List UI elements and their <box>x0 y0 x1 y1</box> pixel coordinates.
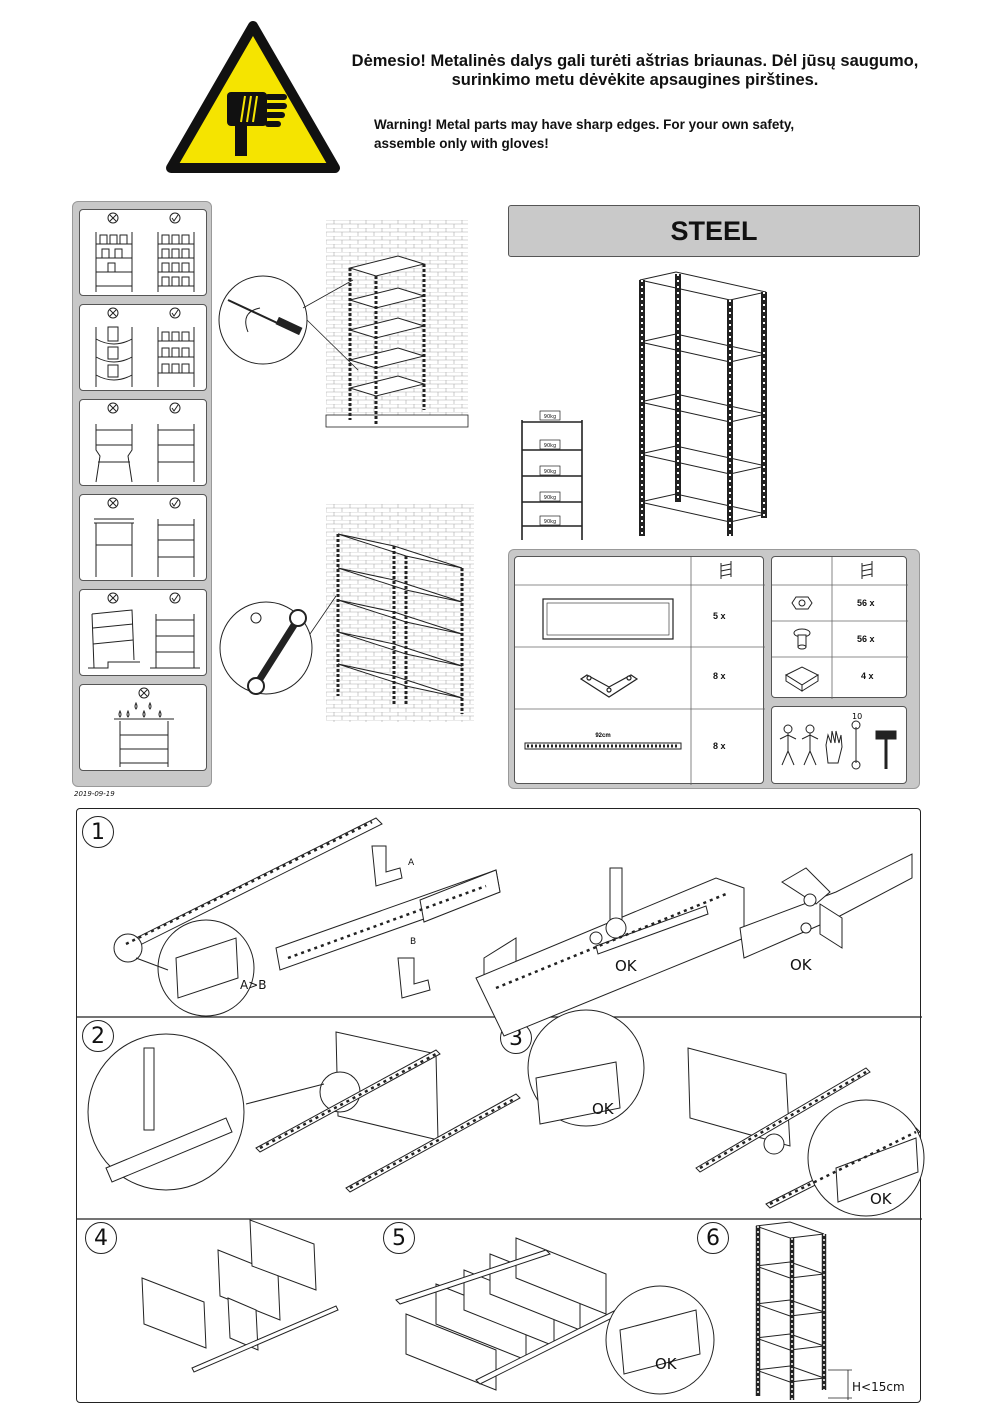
hammer-icon <box>875 730 897 769</box>
corner-bracket-icon <box>579 674 639 698</box>
hardware-list: 56 x 56 x 4 x <box>771 556 908 699</box>
step-1-post-joining-illustration <box>113 817 913 1037</box>
revision-date: 2019-09-19 <box>74 790 115 798</box>
ok-label-step3-a: OK <box>592 1100 614 1118</box>
load-label-2: 90kg <box>544 443 556 449</box>
shelf-load-diagram: 90kg 90kg 90kg 90kg 90kg <box>521 410 583 540</box>
warning-en-line1: Warning! Metal parts may have sharp edge… <box>374 117 795 132</box>
hardware-grid <box>772 557 908 699</box>
upright-post-icon <box>524 742 682 750</box>
tools-icons: 10 <box>779 712 897 770</box>
load-label-3: 90kg <box>544 469 556 475</box>
ab-label: A>B <box>240 978 267 992</box>
step-number-2: 2 <box>82 1020 114 1052</box>
wrench-size: 10 <box>852 712 862 721</box>
level-floor-icon <box>88 592 200 669</box>
do-dont-cell-top-shelf <box>79 494 207 581</box>
do-dont-cell-level <box>79 589 207 676</box>
shelf-bending-icon <box>95 307 195 387</box>
ok-label-step1-a: OK <box>615 957 637 975</box>
height-label: H<15cm <box>852 1380 905 1394</box>
step-number-5: 5 <box>383 1222 415 1254</box>
no-water-icon <box>114 687 174 767</box>
product-title-box: STEEL <box>508 205 920 257</box>
warning-text-lt: Dėmesio! Metalinės dalys gali turėti ašt… <box>300 52 970 90</box>
steel-shelf-product-illustration <box>639 271 767 536</box>
step-number-1: 1 <box>82 816 114 848</box>
warning-lt-line1: Dėmesio! Metalinės dalys gali turėti ašt… <box>351 52 919 70</box>
load-label-5: 90kg <box>544 519 556 525</box>
do-dont-cell-moisture <box>79 684 207 771</box>
warning-lt-line2: surinkimo metu dėvėkite apsaugines piršt… <box>451 71 819 89</box>
load-distribution-icon <box>95 212 195 292</box>
step-number-6: 6 <box>697 1222 729 1254</box>
do-dont-cell-wall <box>79 399 207 486</box>
shelf-panel-icon <box>542 598 674 640</box>
qty-foot-cap: 4 x <box>861 671 874 681</box>
post-length-label: 92cm <box>595 733 610 739</box>
top-shelf-icon <box>94 497 195 577</box>
shelf-column-icon-2 <box>861 561 873 579</box>
qty-upright-post: 8 x <box>713 741 726 751</box>
warning-en-line2: assemble only with gloves! <box>374 136 549 151</box>
nut-icon <box>791 596 813 610</box>
qty-bolt: 56 x <box>857 634 875 644</box>
ok-label-step1-b: OK <box>790 956 812 974</box>
ok-label-step5: OK <box>655 1355 677 1373</box>
wall-fixing-screwdriver-illustration <box>218 220 469 428</box>
parts-list-main: 92cm 5 x 8 x 8 x <box>514 556 765 785</box>
shelf-straight-icon <box>95 402 195 483</box>
person-icon-1 <box>779 724 797 766</box>
wrench-icon <box>851 720 861 770</box>
a-label: A <box>408 858 415 868</box>
foot-cap-icon <box>784 666 820 692</box>
ok-label-step3-b: OK <box>870 1190 892 1208</box>
b-label: B <box>410 937 417 947</box>
load-label-1: 90kg <box>544 414 556 420</box>
parts-list-panel: 92cm 5 x 8 x 8 x 56 x 56 <box>508 549 920 789</box>
wall-fixing-wrench-illustration <box>219 504 474 722</box>
person-icon-2 <box>801 724 819 766</box>
qty-shelf-panel: 5 x <box>713 611 726 621</box>
warning-text-en: Warning! Metal parts may have sharp edge… <box>374 115 894 153</box>
do-dont-cell-load-distribution <box>79 209 207 296</box>
step-2-3-shelf-attach-illustration <box>87 1009 925 1217</box>
parts-grid: 92cm <box>515 557 765 785</box>
glove-icon <box>825 730 843 764</box>
product-title: STEEL <box>670 215 758 246</box>
step-4-5-6-shelving-illustration <box>141 1219 852 1400</box>
shelf-column-icon <box>720 561 732 579</box>
tools-required: 10 <box>771 706 907 784</box>
load-label-4: 90kg <box>544 495 556 501</box>
do-dont-cell-bending <box>79 304 207 391</box>
warning-sign-icon <box>166 21 340 173</box>
qty-corner-bracket: 8 x <box>713 671 726 681</box>
bolt-icon <box>793 628 811 650</box>
qty-nut: 56 x <box>857 598 875 608</box>
do-dont-panel <box>72 201 212 787</box>
step-number-4: 4 <box>85 1222 117 1254</box>
